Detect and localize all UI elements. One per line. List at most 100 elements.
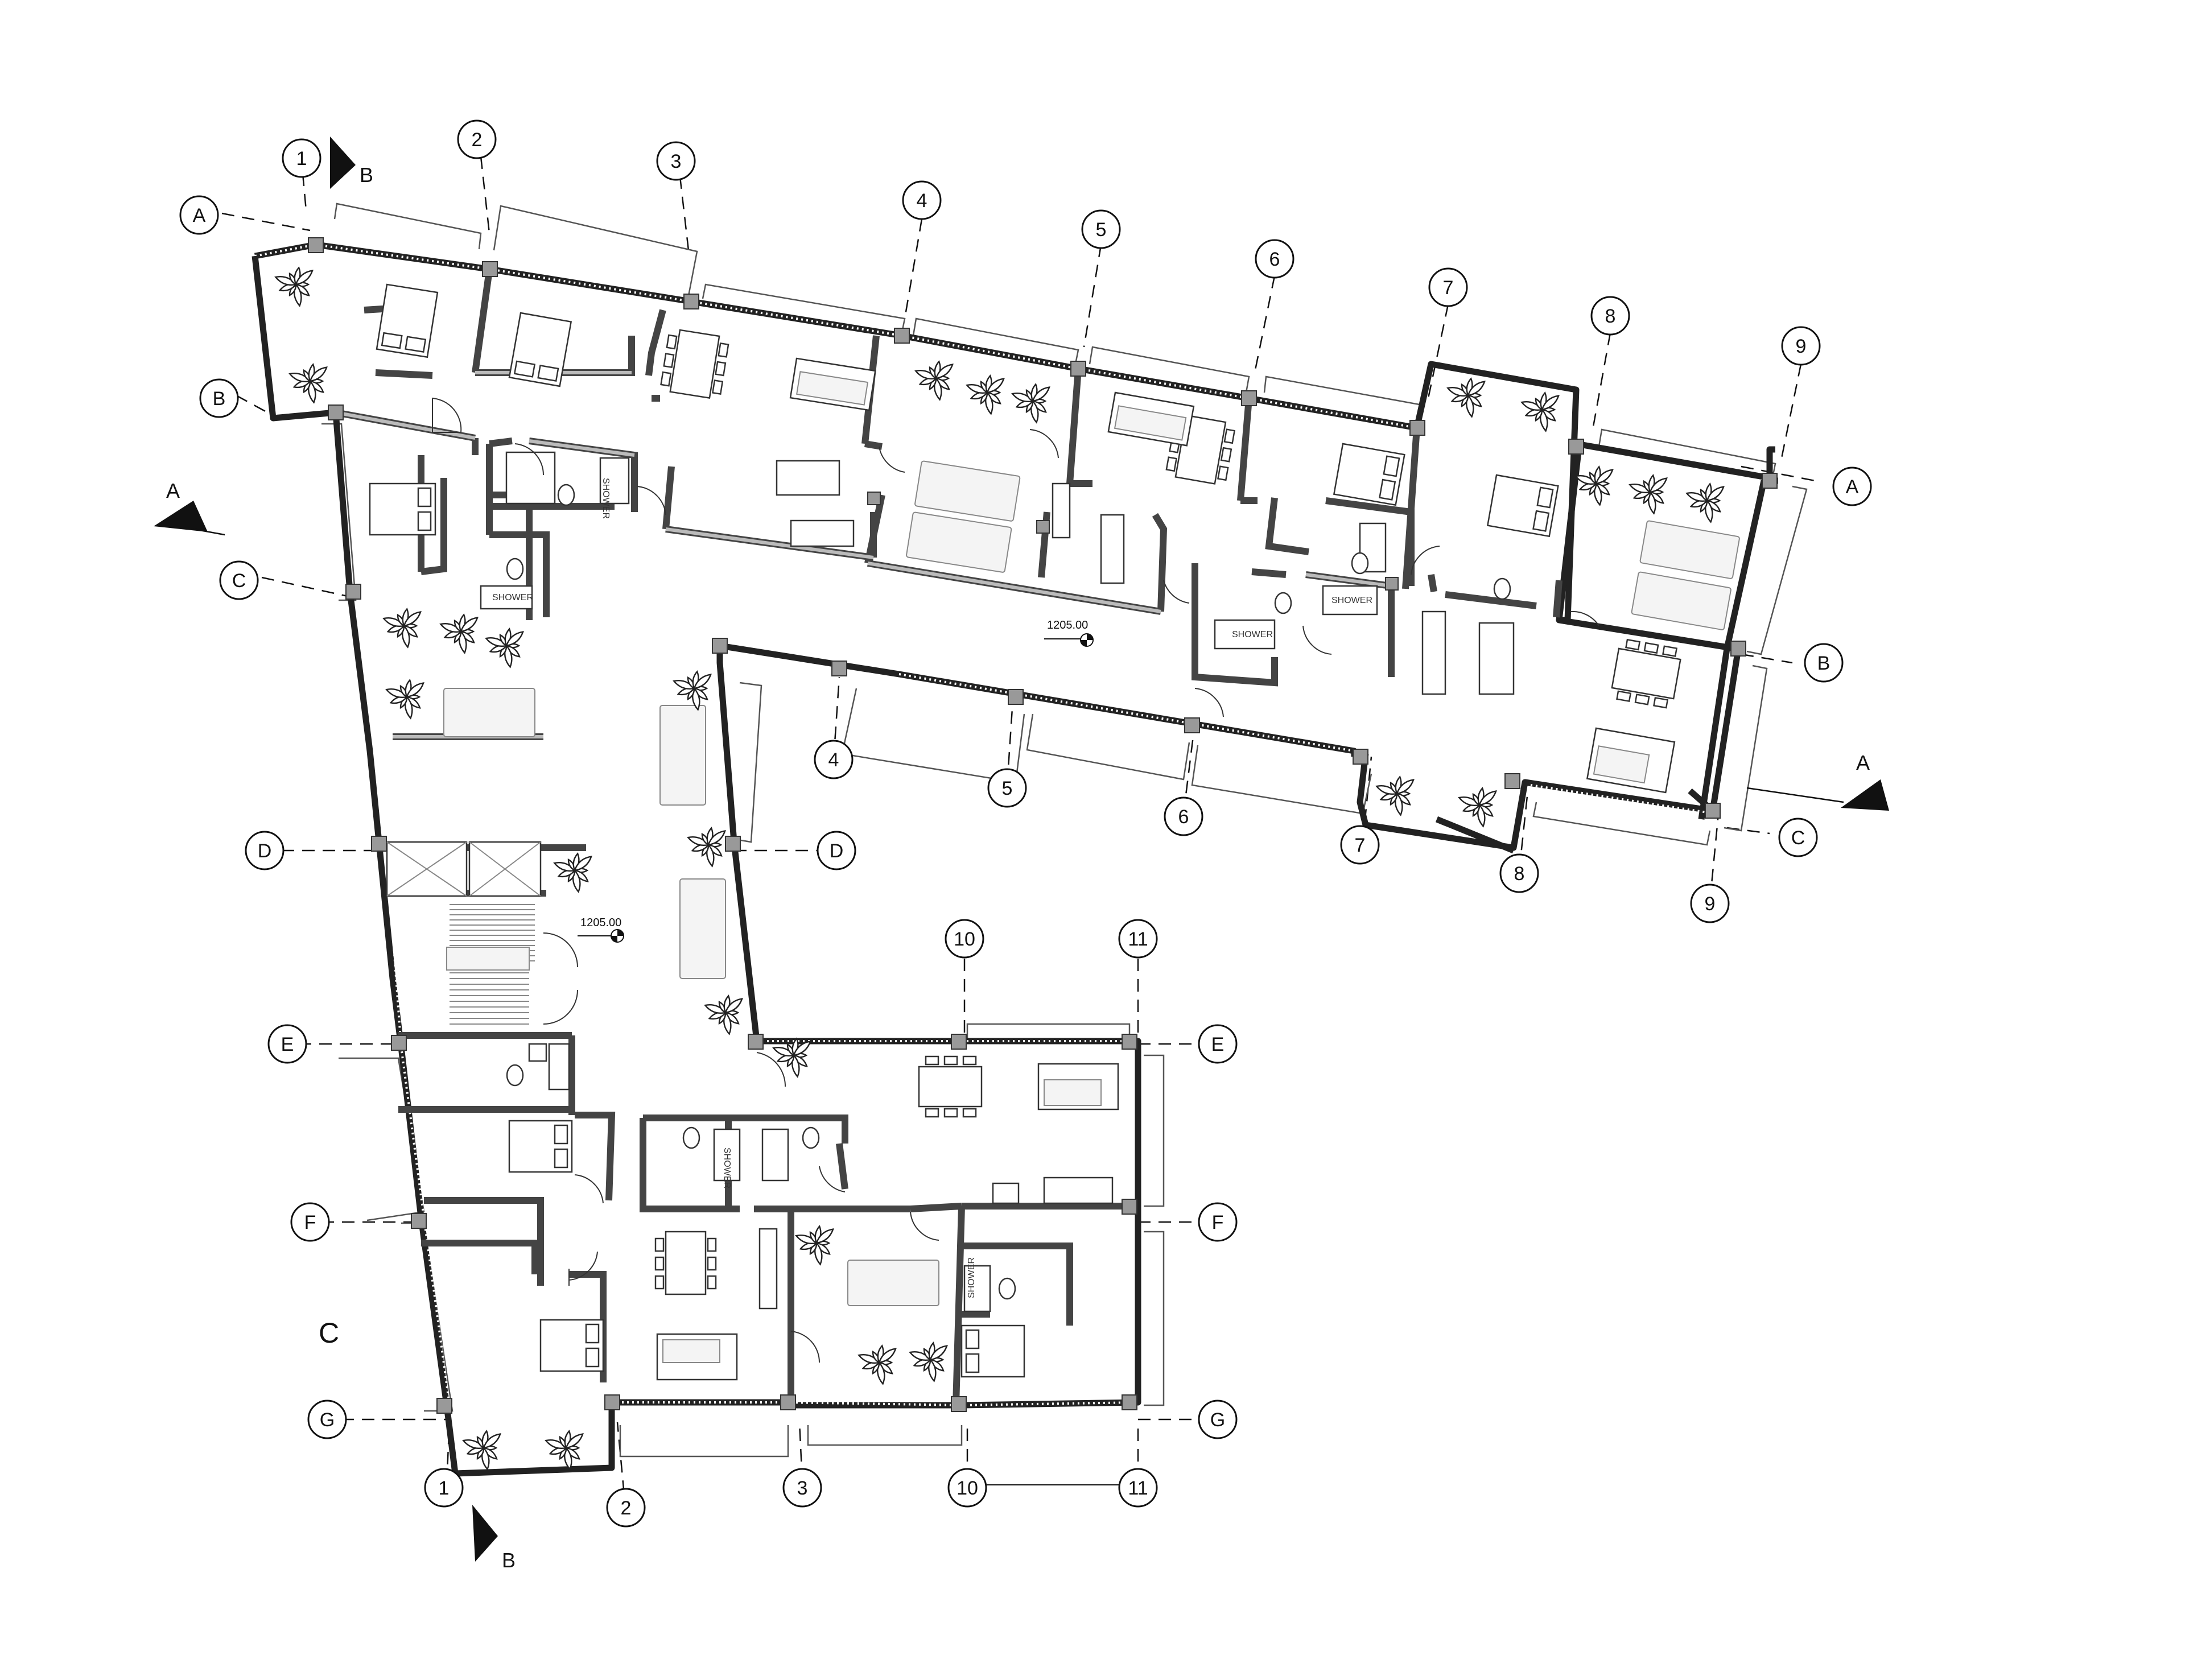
- grid-bubble-label: E: [1211, 1034, 1225, 1055]
- planter-boxes: [443, 460, 1740, 1306]
- grid-bubble-circle: [267, 1024, 307, 1064]
- plant-icon: [553, 852, 592, 893]
- grid-bubble-g10-top: 10: [945, 919, 984, 959]
- grid-bubble-circle: [1690, 884, 1730, 923]
- elevation-text: 1205.00: [580, 917, 621, 929]
- grid-bubble-label: 10: [954, 928, 975, 950]
- grid-bubble-circle: [179, 195, 219, 235]
- balcony-outlines: [321, 203, 1808, 1458]
- grid-bubble-circle: [307, 1400, 347, 1439]
- grid-bubble-label: 11: [1128, 1477, 1148, 1499]
- grid-bubble-g6-mid: 6: [1164, 796, 1203, 836]
- plant-icon: [795, 1225, 834, 1266]
- grid-bubble-label: 4: [917, 190, 927, 212]
- grid-bubble-circle: [814, 740, 854, 779]
- grid-bubble-label: 7: [1443, 277, 1454, 299]
- plant-icon: [462, 1430, 501, 1471]
- section-label: B: [360, 163, 373, 187]
- beds: [369, 283, 1559, 1378]
- grid-bubble-circle: [1340, 825, 1380, 865]
- grid-bubble-circle: [945, 919, 984, 959]
- grid-bubble-g5-top: 5: [1081, 209, 1121, 249]
- shower-label: SHOWER: [722, 1147, 732, 1188]
- grid-bubble-label: 11: [1128, 928, 1148, 950]
- grid-bubble-label: C: [1791, 827, 1805, 849]
- grid-bubble-circle: [1781, 326, 1821, 366]
- grid-bubble-label: 1: [296, 148, 307, 170]
- section-marker-a-left: A: [154, 479, 225, 536]
- shower-label: SHOWER: [967, 1257, 976, 1298]
- plant-icon: [439, 613, 479, 654]
- grid-bubble-gD-left: D: [245, 831, 285, 870]
- grid-bubble-circle: [1804, 643, 1844, 683]
- grid-bubble-gG-left: G: [307, 1400, 347, 1439]
- plant-icon: [1574, 465, 1614, 506]
- grid-bubble-circle: [606, 1488, 646, 1528]
- grid-bubble-g7-mid: 7: [1340, 825, 1380, 865]
- grid-bubble-circle: [290, 1202, 330, 1242]
- structural-columns: [308, 237, 1778, 1414]
- grid-bubble-label: 2: [621, 1497, 632, 1519]
- grid-bubble-g11-top: 11: [1118, 919, 1158, 959]
- grid-bubble-label: 3: [797, 1477, 808, 1499]
- grid-bubble-label: 9: [1796, 336, 1807, 357]
- grid-bubble-circle: [199, 378, 239, 418]
- plant-icon: [385, 679, 424, 720]
- grid-bubble-label: 8: [1605, 306, 1616, 327]
- grid-bubble-label: D: [830, 840, 844, 862]
- grid-bubble-g7-top: 7: [1428, 267, 1468, 307]
- plant-icon: [772, 1037, 811, 1078]
- grid-bubble-g2-top: 2: [457, 119, 497, 159]
- grid-lines: [221, 156, 1816, 1514]
- grid-bubble-label: G: [320, 1409, 335, 1431]
- grid-bubble-label: 5: [1096, 219, 1107, 241]
- grid-bubble-circle: [987, 768, 1027, 808]
- plant-icon: [1685, 482, 1725, 523]
- grid-bubble-circle: [1428, 267, 1468, 307]
- grid-bubble-gG-right: G: [1198, 1400, 1238, 1439]
- plant-icon: [382, 608, 422, 649]
- grid-bubble-label: 6: [1269, 249, 1280, 270]
- grid-bubble-g1-top: 1: [282, 138, 321, 178]
- grid-bubble-label: 3: [671, 151, 682, 172]
- grid-bubble-g9-mid: 9: [1690, 884, 1730, 923]
- plants: [274, 266, 1725, 1471]
- grid-bubble-label: 9: [1705, 893, 1716, 915]
- plant-icon: [1375, 775, 1415, 816]
- grid-bubble-g4-mid: 4: [814, 740, 854, 779]
- sofas: [656, 357, 1676, 1381]
- grid-bubble-gB-left: B: [199, 378, 239, 418]
- grid-bubble-g11-bot: 11: [1118, 1468, 1158, 1508]
- grid-bubble-label: 5: [1002, 778, 1013, 799]
- kitchen-counters: [758, 460, 1515, 1310]
- grid-bubble-gD-mid: D: [817, 831, 856, 870]
- grid-bubble-g8-top: 8: [1590, 296, 1630, 336]
- shower-label: SHOWER: [1331, 596, 1372, 605]
- plant-icon: [1458, 787, 1497, 828]
- grid-bubble-circle: [782, 1468, 822, 1508]
- grid-bubble-label: F: [1212, 1212, 1224, 1233]
- grid-bubble-circle: [1198, 1202, 1238, 1242]
- grid-bubble-g2-bot: 2: [606, 1488, 646, 1528]
- grid-bubble-g1-bot: 1: [424, 1468, 464, 1508]
- grid-bubble-g8-mid: 8: [1499, 853, 1539, 893]
- grid-bubble-label: B: [213, 388, 226, 410]
- grid-bubble-gE-right: E: [1198, 1024, 1238, 1064]
- grid-bubble-gC-right: C: [1778, 818, 1818, 857]
- grid-bubble-circle: [1590, 296, 1630, 336]
- stair-core: [386, 841, 542, 1025]
- grid-bubble-circle: [1081, 209, 1121, 249]
- grid-bubble-gC-left: C: [219, 560, 259, 600]
- section-label: B: [502, 1549, 516, 1572]
- grid-bubble-circle: [1118, 1468, 1158, 1508]
- grid-bubble-circle: [1778, 818, 1818, 857]
- elevation-marker: 1205.00: [578, 917, 624, 943]
- grid-bubble-g6-top: 6: [1255, 239, 1294, 279]
- shower-label: SHOWER: [492, 593, 533, 602]
- plant-icon: [704, 994, 743, 1035]
- grid-bubble-gF-right: F: [1198, 1202, 1238, 1242]
- grid-bubble-g9-top: 9: [1781, 326, 1821, 366]
- grid-bubble-gA-left: A: [179, 195, 219, 235]
- grid-bubble-circle: [457, 119, 497, 159]
